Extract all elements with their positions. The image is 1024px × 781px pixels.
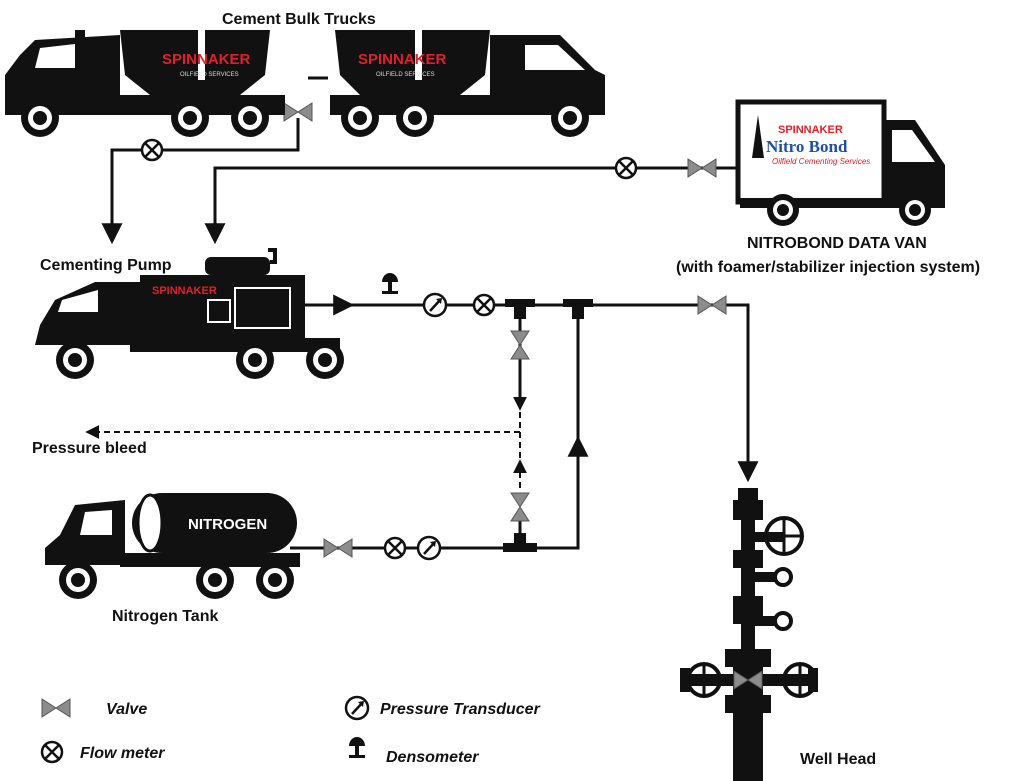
pressure-transducer-nitrogen xyxy=(416,535,442,561)
label-pressure-bleed: Pressure bleed xyxy=(32,440,147,457)
flow-meter-main xyxy=(472,293,496,317)
legend: Valve Flow meter Pressure Transducer Den… xyxy=(40,695,541,766)
flow-meter-bulk xyxy=(140,138,164,162)
label-nitrobond-van-title: NITROBOND DATA VAN xyxy=(747,235,927,252)
bulk-truck-left-brand: SPINNAKER xyxy=(162,51,251,68)
legend-pressure-transducer-icon xyxy=(344,695,370,721)
bulk-truck-left-subtitle: OILFIELD SERVICES xyxy=(180,72,239,78)
label-cementing-pump: Cementing Pump xyxy=(40,257,172,274)
flow-meter-nitrogen xyxy=(383,536,407,560)
bleed-lines xyxy=(85,362,521,492)
label-nitrobond-van-subtitle: (with foamer/stabilizer injection system… xyxy=(676,259,980,276)
legend-valve-icon xyxy=(41,698,71,718)
valve-main-line xyxy=(697,295,727,315)
label-well-head: Well Head xyxy=(800,751,876,768)
label-cement-bulk-trucks: Cement Bulk Trucks xyxy=(222,11,376,28)
legend-densometer-icon xyxy=(349,737,365,758)
cement-bulk-truck-right xyxy=(330,30,605,137)
valve-bleed-lower xyxy=(510,492,530,522)
valve-nitrogen xyxy=(323,538,353,558)
legend-flow-meter-icon xyxy=(40,740,64,764)
nitrogen-tank-truck xyxy=(45,493,300,599)
pipe-van-to-pump xyxy=(204,166,740,245)
nitrobond-data-van xyxy=(735,99,945,226)
valve-bleed-upper xyxy=(510,330,530,360)
cementing-pump-truck xyxy=(35,248,344,379)
cement-bulk-truck-left xyxy=(5,30,285,137)
pipe-tees xyxy=(503,299,593,552)
van-product: Nitro Bond xyxy=(766,137,848,156)
pipe-nitrogen-line xyxy=(290,435,589,550)
pressure-transducer-main xyxy=(422,292,448,318)
bulk-truck-right-brand: SPINNAKER xyxy=(358,51,447,68)
legend-densometer-label: Densometer xyxy=(386,749,479,766)
bulk-truck-right-subtitle: OILFIELD SERVICES xyxy=(376,72,435,78)
well-head xyxy=(680,488,818,781)
legend-flow-meter-label: Flow meter xyxy=(80,745,165,762)
legend-pressure-transducer-label: Pressure Transducer xyxy=(380,701,541,718)
van-brand: SPINNAKER xyxy=(778,124,843,136)
pump-truck-brand: SPINNAKER xyxy=(152,285,217,297)
label-nitrogen-tank: Nitrogen Tank xyxy=(112,608,218,625)
pipe-main-line xyxy=(350,303,759,483)
legend-valve-label: Valve xyxy=(106,701,147,718)
van-tagline: Oilfield Cementing Services xyxy=(772,157,870,166)
well-head-handwheels xyxy=(686,516,818,698)
valve-van xyxy=(687,158,717,178)
pipe-bulk-to-pump-left xyxy=(101,118,300,245)
nitrogen-tank-text: NITROGEN xyxy=(188,516,267,533)
flow-meter-van xyxy=(614,156,638,180)
densometer-main xyxy=(382,273,398,294)
